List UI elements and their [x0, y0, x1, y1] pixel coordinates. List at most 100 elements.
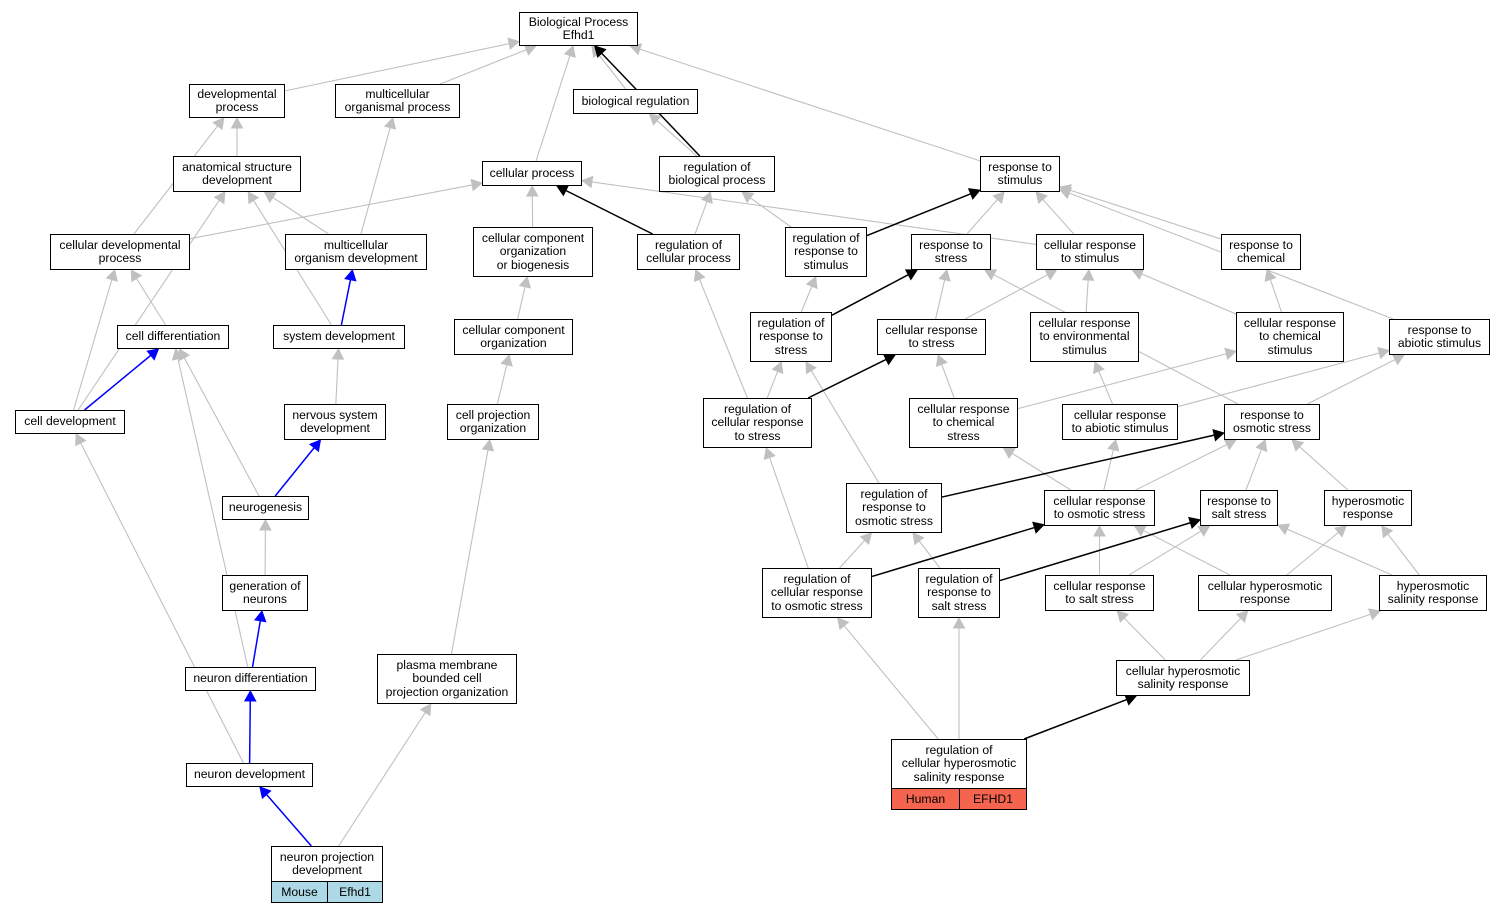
arrowhead-cellrespsalt-to-respsalt — [1197, 525, 1211, 537]
edge-cellrespchemstress-to-cellrespstress — [941, 364, 955, 399]
node-neurogenesis[interactable]: neurogenesis — [222, 496, 309, 520]
arrowhead-cellrespenv-to-cellrespstim — [1081, 268, 1095, 281]
edge-regcellrespstress-to-regrespstress — [766, 371, 779, 399]
node-cellular-response-to-salt-stress[interactable]: cellular response to salt stress — [1045, 575, 1154, 611]
edge-cellresposm-to-cellrespabiotic — [1103, 449, 1114, 491]
node-system-development[interactable]: system development — [273, 325, 405, 349]
edge-nervdev-to-sysdev — [335, 358, 339, 405]
edge-cellrespsalt-to-respsalt — [1128, 530, 1202, 576]
edge-sysdev-to-multidev — [340, 279, 352, 326]
edge-cellrespstim-to-respstim — [1042, 199, 1075, 235]
edge-npd-to-neurdev — [265, 794, 312, 847]
edge-resposm-to-respabiotic — [1307, 359, 1396, 405]
node-cellular-response-to-osmotic-stress[interactable]: cellular response to osmotic stress — [1044, 490, 1155, 526]
arrowhead-multidev-to-anatdev — [263, 191, 277, 204]
node-response-to-stress[interactable]: response to stress — [911, 234, 991, 270]
node-cellular-response-to-stimulus[interactable]: cellular response to stimulus — [1036, 234, 1144, 270]
node-cell-differentiation[interactable]: cell differentiation — [117, 325, 229, 349]
node-cellular-response-to-environmental-stimulus[interactable]: cellular response to environmental stimu… — [1030, 312, 1139, 362]
edge-cellrespchemstress-to-cellrespchem — [1017, 353, 1227, 410]
arrowhead-regresposm-to-regrespstress — [805, 361, 817, 375]
edge-cellresposm-to-resposm — [1135, 443, 1228, 491]
arrowhead-cellresposm-to-cellrespchemstress — [1002, 447, 1016, 459]
node-response-to-chemical[interactable]: response to chemical — [1221, 234, 1301, 270]
node-regulation-of-response-to-osmotic-stress[interactable]: regulation of response to osmotic stress — [846, 483, 942, 533]
node-regulation-of-biological-process[interactable]: regulation of biological process — [659, 156, 775, 192]
arrowhead-neurdev-to-neurdiff — [243, 689, 257, 702]
node-regulation-of-cellular-response-to-osmotic-stress[interactable]: regulation of cellular response to osmot… — [762, 568, 872, 618]
node-biological-process-efhd1[interactable]: Biological Process Efhd1 — [519, 12, 638, 46]
arrowhead-cellhypersal-to-hypersal — [1368, 608, 1382, 621]
arrowhead-regbio-to-bp — [594, 45, 607, 58]
edge-cellhypersal-to-cellhyper — [1199, 617, 1242, 661]
node-regulation-of-response-to-stimulus[interactable]: regulation of response to stimulus — [785, 227, 867, 277]
node-response-to-salt-stress[interactable]: response to salt stress — [1200, 490, 1278, 526]
edge-cellproc-to-bp — [535, 55, 571, 162]
arrowhead-celldevproc-to-cellproc — [470, 178, 484, 192]
node-developmental-process[interactable]: developmental process — [189, 84, 285, 118]
node-cellular-response-to-chemical-stimulus[interactable]: cellular response to chemical stimulus — [1236, 312, 1344, 362]
node-response-to-stimulus[interactable]: response to stimulus — [980, 156, 1060, 192]
arrowhead-hypersal-to-respsalt — [1277, 523, 1291, 536]
arrowhead-cellrespstim-to-cellproc — [580, 175, 594, 189]
edge-regrespsalt-to-regresposm — [918, 540, 941, 569]
node-hyperosmotic-response[interactable]: hyperosmotic response — [1324, 490, 1412, 526]
node-nervous-system-development[interactable]: nervous system development — [284, 404, 386, 440]
arrowhead-ccob-to-cellproc — [525, 184, 539, 197]
arrowhead-multiproc-to-bp — [523, 43, 537, 56]
edge-multidev-to-multiproc — [360, 127, 391, 235]
edge-cellhyper-to-cellresposm — [1143, 530, 1231, 576]
arrowhead-celldevproc-to-devproc — [212, 117, 225, 131]
edge-cellhyper-to-hyperresp — [1286, 531, 1339, 576]
node-regulation-of-response-to-stress[interactable]: regulation of response to stress — [750, 312, 832, 362]
node-regulation-of-response-to-salt-stress[interactable]: regulation of response to salt stress — [918, 568, 1000, 618]
node-cellular-process[interactable]: cellular process — [482, 161, 582, 186]
node-multicellular-organismal-process[interactable]: multicellular organismal process — [335, 84, 460, 118]
node-cellular-response-to-stress[interactable]: cellular response to stress — [877, 319, 986, 355]
node-cellular-hyperosmotic-response[interactable]: cellular hyperosmotic response — [1198, 575, 1332, 611]
node-response-to-abiotic-stimulus[interactable]: response to abiotic stimulus — [1389, 319, 1490, 355]
node-plasma-membrane-bounded-cell-projection-organization[interactable]: plasma membrane bounded cell projection … — [377, 654, 517, 704]
edge-cellresposm-to-cellrespchemstress — [1011, 452, 1071, 491]
node-cellular-response-to-chemical-stress[interactable]: cellular response to chemical stress — [909, 398, 1018, 448]
edge-regcellresposm-to-cellresposm — [871, 526, 1035, 578]
arrowhead-celldev-to-celldevproc — [105, 269, 118, 282]
arrowhead-neurdev-to-celldev — [75, 433, 87, 447]
node-response-to-osmotic-stress[interactable]: response to osmotic stress — [1224, 404, 1320, 440]
node-generation-of-neurons[interactable]: generation of neurons — [222, 575, 308, 611]
node-neuron-differentiation[interactable]: neuron differentiation — [185, 667, 316, 691]
edge-celldevproc-to-cellproc — [189, 184, 473, 240]
node-cellular-response-to-abiotic-stimulus[interactable]: cellular response to abiotic stimulus — [1062, 404, 1178, 440]
edge-regcellrespstress-to-cellrespstress — [807, 358, 887, 399]
node-cell-projection-organization[interactable]: cell projection organization — [447, 404, 539, 440]
edge-cellrespchem-to-cellrespstim — [1141, 273, 1237, 315]
node-regulation-of-cellular-response-to-stress[interactable]: regulation of cellular response to stres… — [703, 398, 812, 448]
edge-hypersal-to-hyperresp — [1387, 533, 1420, 576]
node-cellular-hyperosmotic-salinity-response[interactable]: cellular hyperosmotic salinity response — [1116, 660, 1250, 696]
arrowhead-regresposm-to-resposm — [1212, 429, 1226, 442]
node-hyperosmotic-salinity-response[interactable]: hyperosmotic salinity response — [1379, 575, 1487, 611]
node-anatomical-structure-development[interactable]: anatomical structure development — [173, 156, 301, 192]
edge-regrespsalt-to-respsalt — [999, 522, 1191, 582]
edge-multiproc-to-bp — [440, 49, 527, 85]
arrowhead-respabiotic-to-respstim — [1059, 187, 1073, 200]
arrowhead-regcellresposm-to-regresposm — [859, 532, 873, 546]
arrowhead-celldev-to-anatdev — [213, 191, 226, 205]
arrowhead-sysdev-to-multidev — [344, 268, 357, 282]
edge-cpo-to-cco — [496, 364, 508, 405]
arrowhead-hypersal-to-hyperresp — [1381, 525, 1394, 539]
node-multicellular-organism-development[interactable]: multicellular organism development — [285, 234, 427, 270]
node-neuron-development[interactable]: neuron development — [186, 763, 313, 787]
node-neuron-projection-development[interactable]: neuron projection development — [271, 846, 383, 882]
node-biological-regulation[interactable]: biological regulation — [573, 89, 698, 114]
node-cell-development[interactable]: cell development — [15, 410, 125, 434]
edge-neurdev-to-neurdiff — [248, 700, 252, 764]
node-cellular-component-organization[interactable]: cellular component organization — [454, 319, 573, 355]
arrowhead-respsalt-to-resposm — [1255, 439, 1268, 453]
arrowhead-cellrespsalt-to-cellresposm — [1093, 524, 1106, 537]
node-cellular-component-organization-or-biogenesis[interactable]: cellular component organization or bioge… — [473, 227, 593, 277]
edge-cellrespstim-to-cellproc — [591, 181, 1037, 245]
node-regulation-of-cellular-process[interactable]: regulation of cellular process — [637, 234, 740, 270]
node-cellular-developmental-process[interactable]: cellular developmental process — [50, 234, 190, 270]
node-regulation-of-cellular-hyperosmotic-salinity-response[interactable]: regulation of cellular hyperosmotic sali… — [891, 739, 1027, 789]
